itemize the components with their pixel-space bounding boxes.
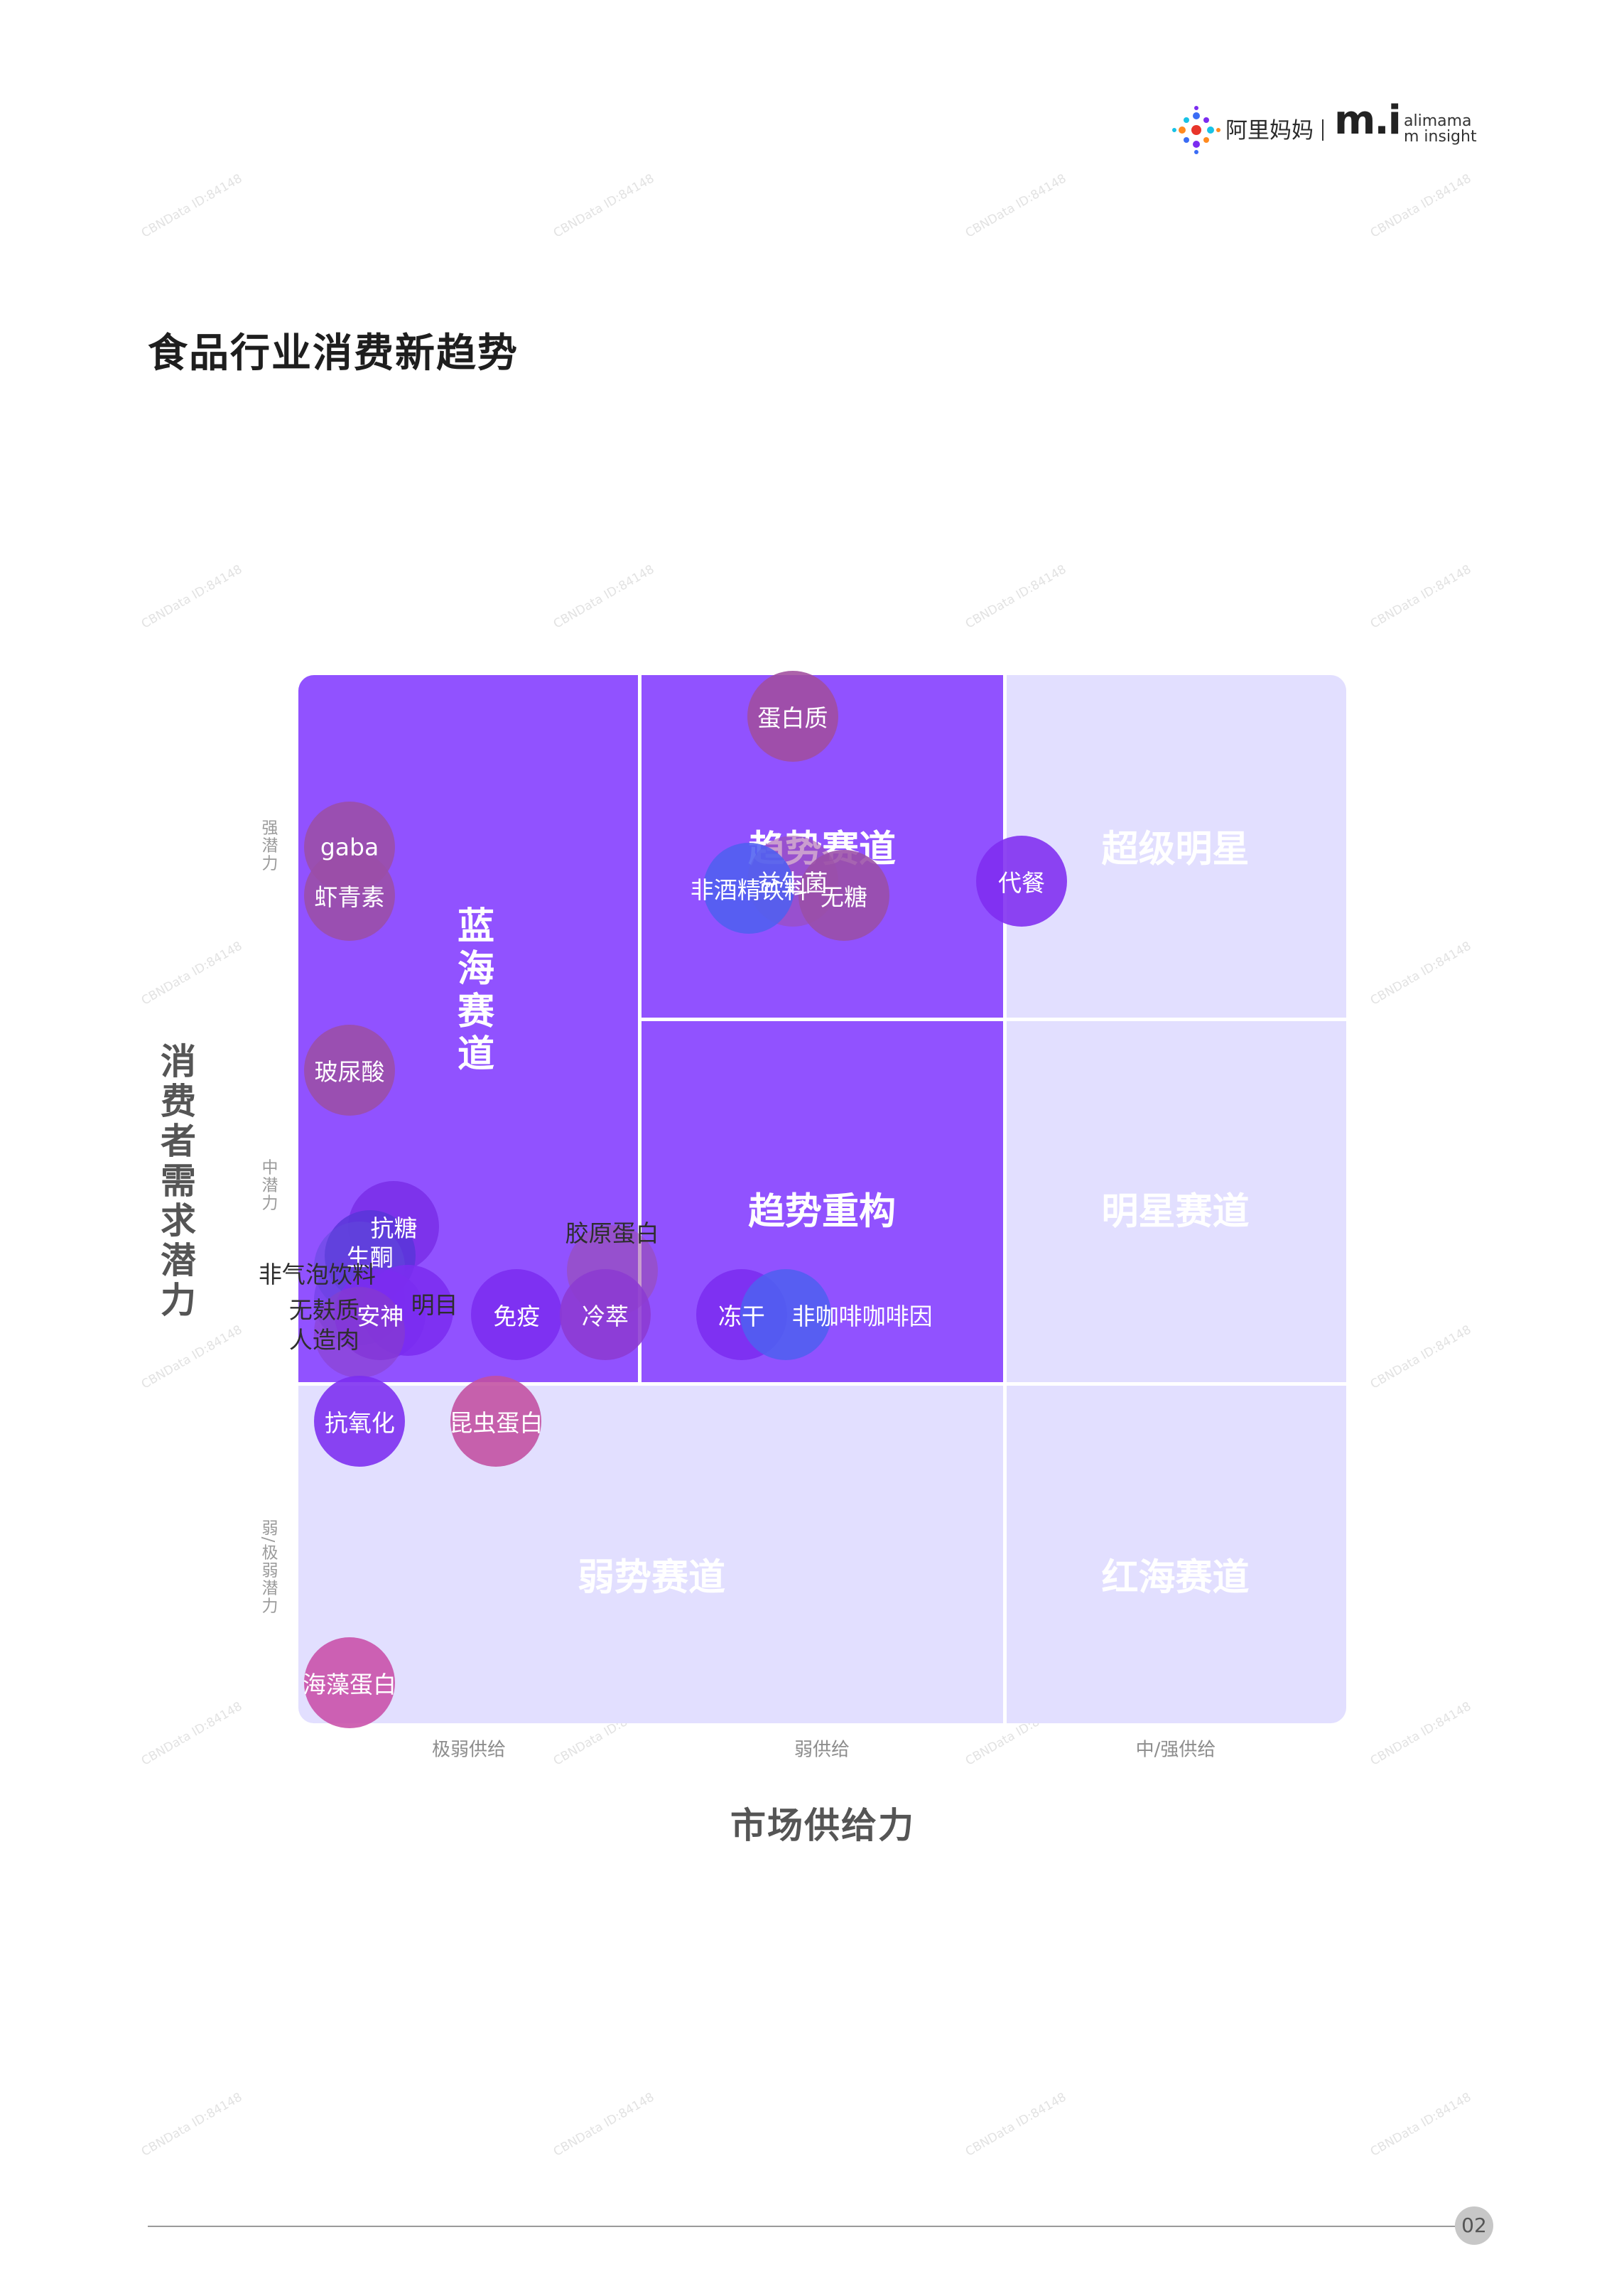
watermark-text: CBNData ID:84148 <box>139 562 245 632</box>
bubble-label-20: 抗氧化 <box>324 1408 395 1437</box>
bubble-label-19: 非咖啡咖啡因 <box>791 1302 933 1330</box>
bubble-label-22: 海藻蛋白 <box>303 1670 396 1698</box>
bubble-label-0: 蛋白质 <box>757 704 828 733</box>
brand-mark: m.i <box>1334 97 1402 144</box>
watermark-text: CBNData ID:84148 <box>139 171 245 241</box>
bubble-4 <box>703 843 795 934</box>
page-title: 食品行业消费新趋势 <box>148 330 519 377</box>
watermark-text: CBNData ID:84148 <box>1368 171 1474 241</box>
quadrant-label-6: 红海赛道 <box>1101 1556 1250 1600</box>
quadrant-4 <box>1006 1020 1346 1382</box>
watermark-text: CBNData ID:84148 <box>1368 939 1474 1008</box>
watermark-text: CBNData ID:84148 <box>551 171 657 241</box>
brand-sub-line1: alimama <box>1404 112 1472 130</box>
watermark-text: CBNData ID:84148 <box>1368 1699 1474 1769</box>
watermark-text: CBNData ID:84148 <box>139 1322 245 1392</box>
bubble-label-11: 无麸质 <box>288 1296 359 1324</box>
watermark-text: CBNData ID:84148 <box>551 2090 657 2160</box>
bubble-label-15: 免疫 <box>493 1302 541 1330</box>
bubble-label-7: 玻尿酸 <box>314 1057 385 1086</box>
page-number: 02 <box>1455 2206 1493 2245</box>
x-tick-0: 极弱供给 <box>431 1739 507 1761</box>
bubble-21 <box>450 1375 542 1467</box>
bubble-label-9: 生酮 <box>346 1244 394 1272</box>
bubble-22 <box>304 1637 395 1728</box>
y-axis-label: 消费者需求潜力 <box>155 1042 196 1321</box>
quadrant-chart: 蓝海赛道趋势赛道超级明星趋势重构明星赛道弱势赛道红海赛道蛋白质gaba虾青素益生… <box>259 671 1346 1761</box>
bubble-label-21: 昆虫蛋白 <box>449 1408 543 1437</box>
quadrant-label-0: 蓝海赛道 <box>450 906 494 1077</box>
bubble-label-2: 虾青素 <box>314 883 385 911</box>
quadrant-6 <box>1006 1385 1346 1723</box>
quadrant-label-5: 弱势赛道 <box>577 1556 726 1600</box>
quadrant-label-2: 超级明星 <box>1101 828 1250 871</box>
watermark-text: CBNData ID:84148 <box>139 2090 245 2160</box>
bubble-label-4: 非酒精饮料 <box>690 876 808 905</box>
watermark-text: CBNData ID:84148 <box>963 562 1069 632</box>
quadrant-label-3: 趋势重构 <box>747 1190 897 1234</box>
bubble-label-10: 非气泡饮料 <box>258 1260 376 1288</box>
watermark-text: CBNData ID:84148 <box>963 171 1069 241</box>
x-tick-2: 中/强供给 <box>1135 1739 1216 1761</box>
watermark-text: CBNData ID:84148 <box>1368 1322 1474 1392</box>
y-tick-0: 强潜力 <box>259 819 277 873</box>
watermark-text: CBNData ID:84148 <box>963 2090 1069 2160</box>
bubble-label-13: 明目 <box>411 1291 458 1320</box>
bubble-label-16: 胶原蛋白 <box>565 1219 659 1247</box>
footer-divider <box>148 2226 1462 2227</box>
brand-divider <box>1322 119 1323 141</box>
bubble-15 <box>471 1268 563 1360</box>
x-axis-label: 市场供给力 <box>730 1805 915 1846</box>
bubble-14 <box>314 1287 406 1379</box>
brand-sub-line2: m insight <box>1404 128 1477 146</box>
brand-logo <box>1171 105 1469 155</box>
bubble-label-17: 冷萃 <box>582 1302 629 1330</box>
watermark-text: CBNData ID:84148 <box>139 939 245 1008</box>
bubble-7 <box>304 1024 395 1116</box>
bubble-label-18: 冻干 <box>718 1302 765 1330</box>
quadrant-2 <box>1006 675 1346 1018</box>
watermark-text: CBNData ID:84148 <box>1368 2090 1474 2160</box>
bubble-label-1: gaba <box>320 833 379 861</box>
bubble-label-5: 无糖 <box>820 883 867 911</box>
bubble-label-8: 抗糖 <box>370 1214 418 1243</box>
quadrant-label-4: 明星赛道 <box>1101 1190 1250 1234</box>
bubble-label-6: 代餐 <box>998 869 1046 898</box>
bubble-5 <box>798 849 889 941</box>
bubble-2 <box>304 849 395 941</box>
bubble-label-14: 人造肉 <box>288 1326 359 1354</box>
bubble-20 <box>314 1375 406 1467</box>
y-tick-1: 中潜力 <box>259 1158 277 1212</box>
bubble-label-3: 益生菌 <box>757 869 828 898</box>
watermark-text: CBNData ID:84148 <box>1368 562 1474 632</box>
brand-name: 阿里妈妈 <box>1225 118 1314 144</box>
dotted-flower-icon <box>1172 106 1220 154</box>
bubble-label-12: 安神 <box>357 1302 404 1330</box>
bubble-17 <box>560 1268 651 1360</box>
bubble-6 <box>976 836 1068 927</box>
quadrant-5 <box>298 1385 1003 1723</box>
bubble-19 <box>740 1268 831 1360</box>
watermark-text: CBNData ID:84148 <box>551 562 657 632</box>
y-tick-2: 弱/极弱潜力 <box>259 1519 277 1615</box>
bubble-0 <box>747 671 838 762</box>
x-tick-1: 弱供给 <box>794 1739 850 1761</box>
watermark-text: CBNData ID:84148 <box>139 1699 245 1769</box>
